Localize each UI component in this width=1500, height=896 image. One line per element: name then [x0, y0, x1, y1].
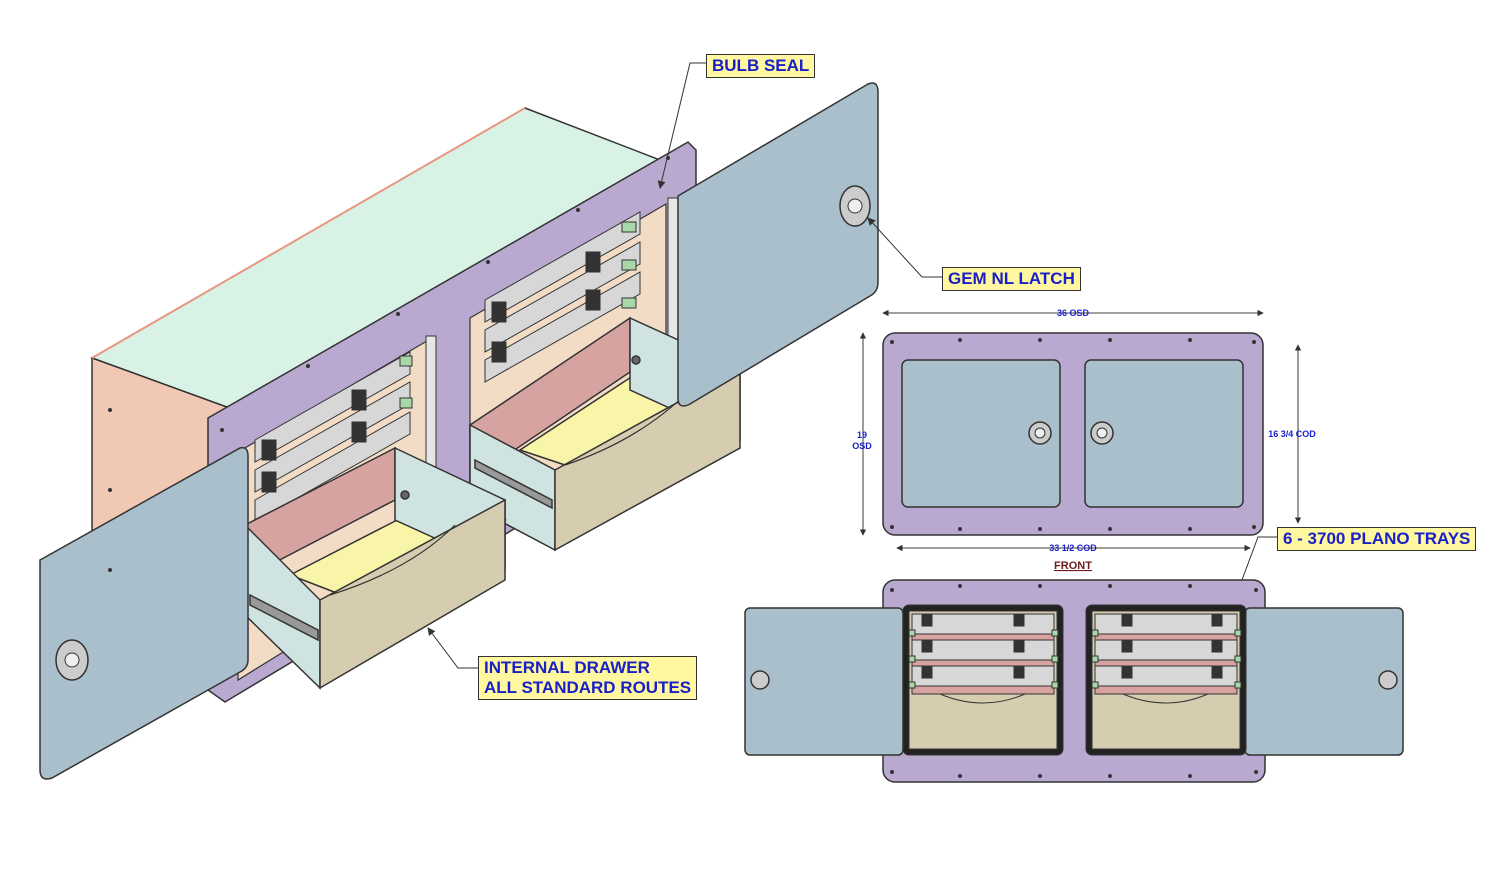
isometric-view	[39, 82, 879, 780]
front-view-closed	[859, 309, 1302, 552]
callout-internal-drawer-line-1: INTERNAL DRAWER	[484, 658, 650, 677]
front-view-label: FRONT	[1054, 560, 1092, 572]
right-door	[677, 82, 879, 407]
callout-plano-trays: 6 - 3700 PLANO TRAYS	[1277, 527, 1477, 551]
right-trays	[484, 211, 641, 383]
closed-right-door	[1084, 359, 1244, 508]
left-door	[39, 446, 249, 780]
dim-height-cod: 16 3/4 COD	[1268, 429, 1316, 439]
left-trays	[254, 351, 413, 523]
callout-bulb-seal: BULB SEAL	[706, 54, 816, 78]
callout-internal-drawer-line-2: ALL STANDARD ROUTES	[484, 678, 692, 697]
dim-width-cod: 33 1/2 COD	[1049, 543, 1097, 553]
callout-internal-drawer: INTERNAL DRAWER ALL STANDARD ROUTES	[478, 656, 698, 700]
front-view-open	[744, 579, 1404, 783]
dim-height-osd-1: 19	[857, 430, 867, 440]
latch-icon	[750, 670, 770, 690]
dim-height-osd-2: OSD	[852, 441, 872, 451]
closed-left-door	[901, 359, 1061, 508]
callout-gem-latch: GEM NL LATCH	[942, 267, 1081, 291]
dim-width-osd: 36 OSD	[1057, 308, 1090, 318]
latch-icon	[1378, 670, 1398, 690]
